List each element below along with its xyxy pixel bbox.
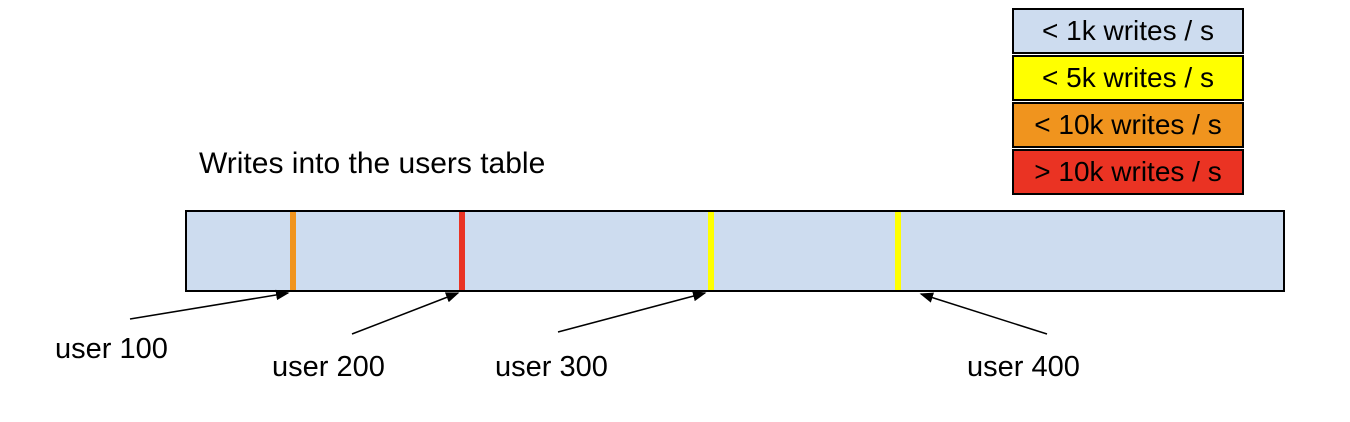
label-user-400: user 400 [967, 351, 1080, 383]
users-table-bar [185, 210, 1285, 292]
hotspot-stripe-user-200 [459, 212, 465, 290]
legend-item-1: < 5k writes / s [1012, 55, 1244, 101]
arrow-user-100 [129, 289, 290, 320]
label-user-300: user 300 [495, 351, 608, 383]
legend-item-label: > 10k writes / s [1034, 156, 1222, 187]
legend: < 1k writes / s < 5k writes / s < 10k wr… [1012, 8, 1244, 196]
arrow-user-200 [351, 292, 460, 335]
legend-item-0: < 1k writes / s [1012, 8, 1244, 54]
hotspot-stripe-user-100 [290, 212, 296, 290]
label-user-200: user 200 [272, 351, 385, 383]
legend-item-2: < 10k writes / s [1012, 102, 1244, 148]
label-user-100: user 100 [55, 333, 168, 365]
hotspot-stripe-user-300 [708, 212, 714, 290]
legend-item-label: < 10k writes / s [1034, 109, 1222, 140]
hotspot-stripe-user-400 [895, 212, 901, 290]
legend-item-3: > 10k writes / s [1012, 149, 1244, 195]
legend-item-label: < 1k writes / s [1042, 15, 1214, 46]
arrow-user-300 [557, 291, 707, 333]
diagram-title: Writes into the users table [199, 147, 546, 180]
arrow-user-400 [919, 292, 1048, 335]
legend-item-label: < 5k writes / s [1042, 62, 1214, 93]
